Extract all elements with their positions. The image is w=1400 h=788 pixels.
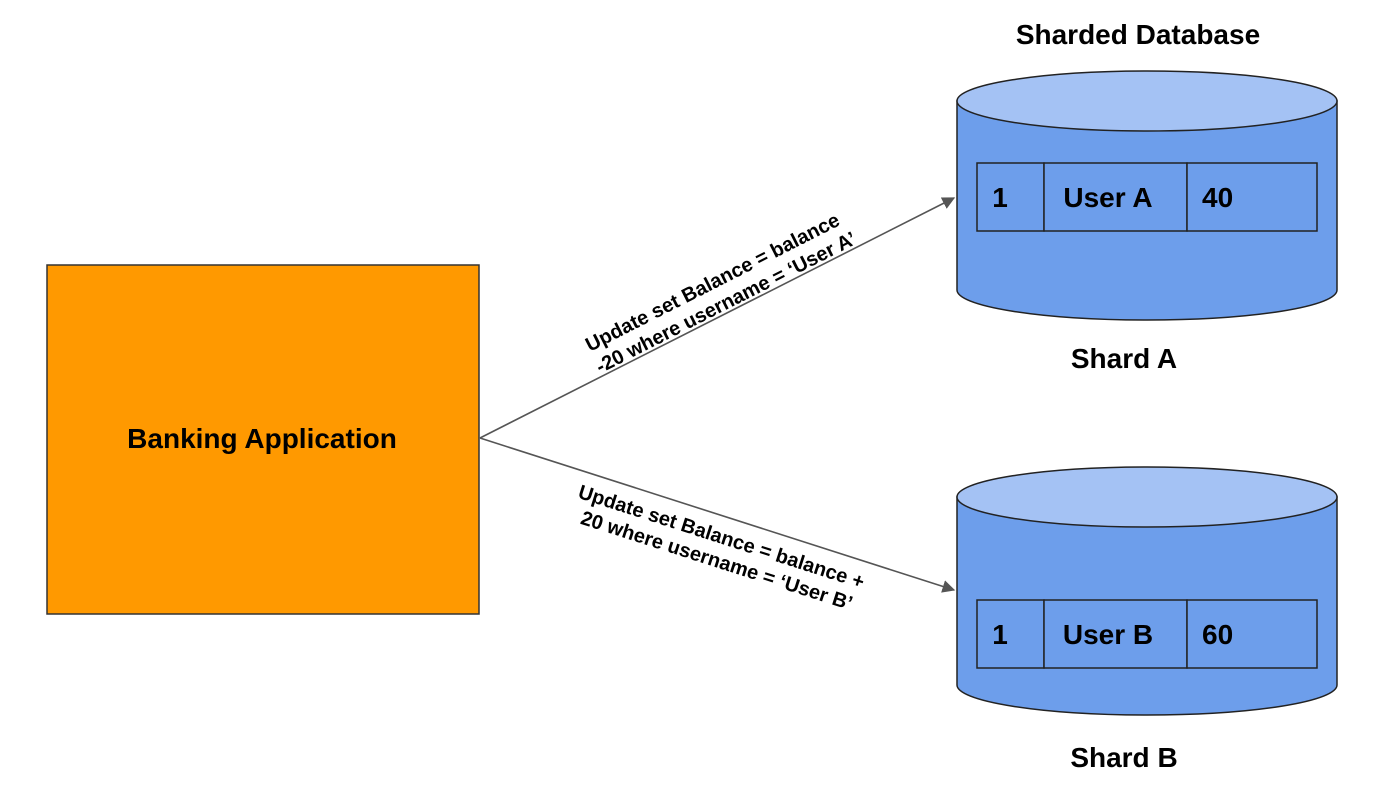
arrow-label-shard-a: Update set Balance = balance -20 where u… [582,206,860,378]
diagram-title: Sharded Database [1016,19,1260,50]
shard-b-cell-id [976,599,1045,669]
shard-b-user: User B [1063,619,1153,650]
shard-b-label: Shard B [1070,742,1177,773]
shard-a-balance: 40 [1202,182,1233,213]
arrow-line-to-shard-a [479,197,956,439]
shard-a-database-icon: 1 User A 40 [956,70,1338,321]
banking-application-box [46,264,480,615]
arrow-to-shard-a: Update set Balance = balance -20 where u… [479,197,956,439]
banking-application-label: Banking Application [127,423,397,454]
arrow-to-shard-b: Update set Balance = balance + 20 where … [479,437,956,615]
shard-a-cell-balance [1186,162,1318,232]
shard-b-table-row: 1 User B 60 [976,599,1318,669]
shard-b-balance: 60 [1202,619,1233,650]
shard-a-label: Shard A [1071,343,1177,374]
shard-a-user: User A [1063,182,1152,213]
arrow-line-to-shard-b [479,437,956,593]
arrow-label-shard-a-line1: Update set Balance = balance [582,209,843,356]
shard-b-database-icon: 1 User B 60 [956,466,1338,716]
shard-a-id: 1 [992,182,1008,213]
banking-application-node: Banking Application [46,264,480,615]
arrow-label-shard-a-line2: -20 where username = ‘User A’ [592,228,860,378]
shard-b-cylinder-top [956,466,1338,528]
shard-a-cell-user [1043,162,1188,232]
shard-b-id: 1 [992,619,1008,650]
shard-a-cell-id [976,162,1045,232]
shard-a-table-row: 1 User A 40 [976,162,1318,232]
shard-b-cell-user [1043,599,1188,669]
shard-b-cell-balance [1186,599,1318,669]
shard-a-cylinder-top [956,70,1338,132]
